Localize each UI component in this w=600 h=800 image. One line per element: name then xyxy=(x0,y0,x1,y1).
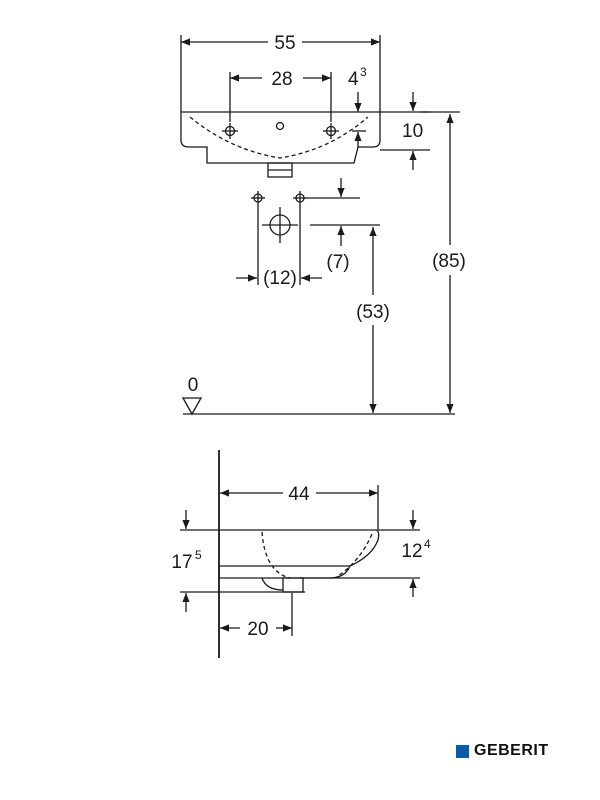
label-total-height: (85) xyxy=(432,251,466,272)
label-waste-spacing: (12) xyxy=(263,268,297,289)
label-depth: 44 xyxy=(288,484,310,505)
waste-location xyxy=(236,178,380,413)
floor-level-symbol xyxy=(181,397,203,416)
label-waste-offset: (7) xyxy=(326,252,349,273)
label-tap-spacing: 28 xyxy=(271,69,292,90)
label-height-left: 17 xyxy=(171,552,192,573)
front-view xyxy=(180,35,460,416)
label-rim-height: 10 xyxy=(402,121,423,142)
tap-hole-right xyxy=(323,123,339,139)
logo-square-icon xyxy=(456,744,469,758)
label-height-right: 12 xyxy=(401,541,422,562)
label-floor-level: 0 xyxy=(188,375,199,396)
label-edge-offset: 4 xyxy=(348,69,359,90)
label-height-right-sup: 4 xyxy=(424,537,431,551)
basin-outline-front xyxy=(180,111,381,164)
label-height-left-sup: 5 xyxy=(195,548,202,562)
side-view xyxy=(180,450,420,658)
label-overall-width: 55 xyxy=(274,33,295,54)
label-waste-height: (53) xyxy=(356,302,390,323)
tap-hole-left xyxy=(222,123,238,139)
geberit-logo: GEBERIT xyxy=(456,742,549,760)
logo-text: GEBERIT xyxy=(474,742,549,759)
basin-outline-side xyxy=(219,529,380,567)
label-edge-offset-sup: 3 xyxy=(360,65,367,79)
label-waste-distance: 20 xyxy=(247,619,268,640)
